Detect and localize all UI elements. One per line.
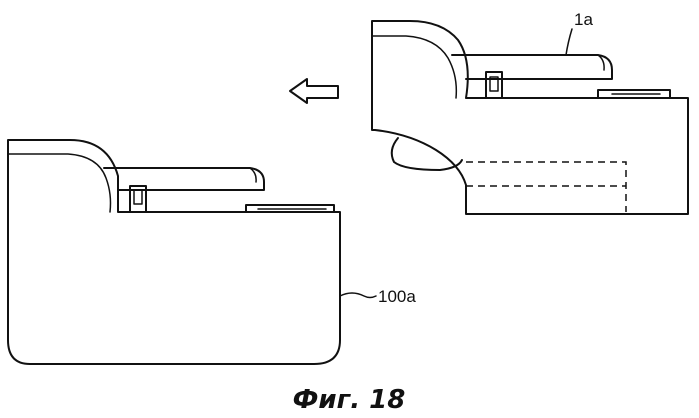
label-100a: 100a <box>378 287 416 306</box>
battery-pack <box>8 140 340 364</box>
tool-assembly <box>372 21 688 214</box>
leader-line-1a <box>566 29 572 55</box>
figure-caption: Фиг. 18 <box>293 385 406 415</box>
label-1a: 1a <box>574 10 593 29</box>
leader-line-100a <box>340 293 376 298</box>
hollow-arrow-left-icon <box>290 79 338 103</box>
